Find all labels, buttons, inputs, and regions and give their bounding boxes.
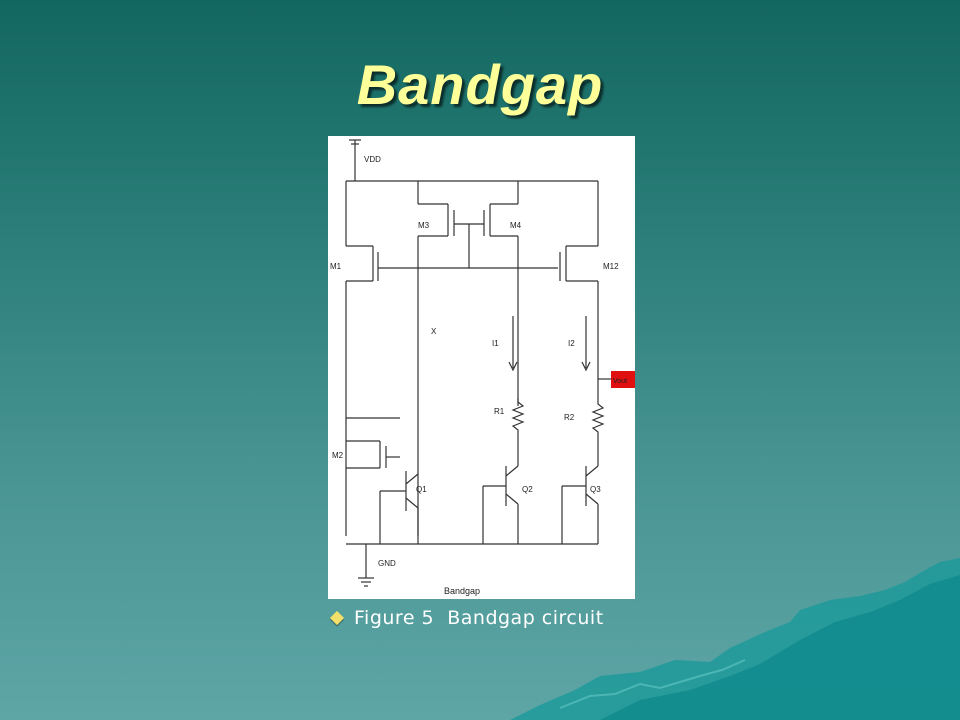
r2-label: R2 [564,413,575,422]
r2-resistor [591,401,605,466]
m2-label: M2 [332,451,344,460]
q2-label: Q2 [522,485,533,494]
vdd-label: VDD [364,155,381,164]
q3-label: Q3 [590,485,601,494]
circuit-schematic: VDD M3 M4 M1 M12 X I1 I2 R1 R2 M2 Q1 Q2 … [330,139,635,596]
x-label: X [431,327,437,336]
gnd-label: GND [378,559,396,568]
m1-label: M1 [330,262,342,271]
q1-label: Q1 [416,485,427,494]
r1-label: R1 [494,407,505,416]
figure-caption-label: Bandgap [444,586,480,596]
m3-label: M3 [418,221,430,230]
circuit-diagram: VDD M3 M4 M1 M12 X I1 I2 R1 R2 M2 Q1 Q2 … [328,136,635,599]
figure-caption: Figure 5 Bandgap circuit [354,607,604,629]
caption-row: Figure 5 Bandgap circuit [329,604,604,632]
i1-label: I1 [492,339,499,348]
slide-title: Bandgap [356,53,604,116]
bullet-icon [329,610,345,626]
r1-resistor [511,398,525,466]
vout-label: Vout [613,378,627,385]
vout-box [611,371,635,388]
i2-label: I2 [568,339,575,348]
m12-label: M12 [603,262,619,271]
m4-label: M4 [510,221,522,230]
